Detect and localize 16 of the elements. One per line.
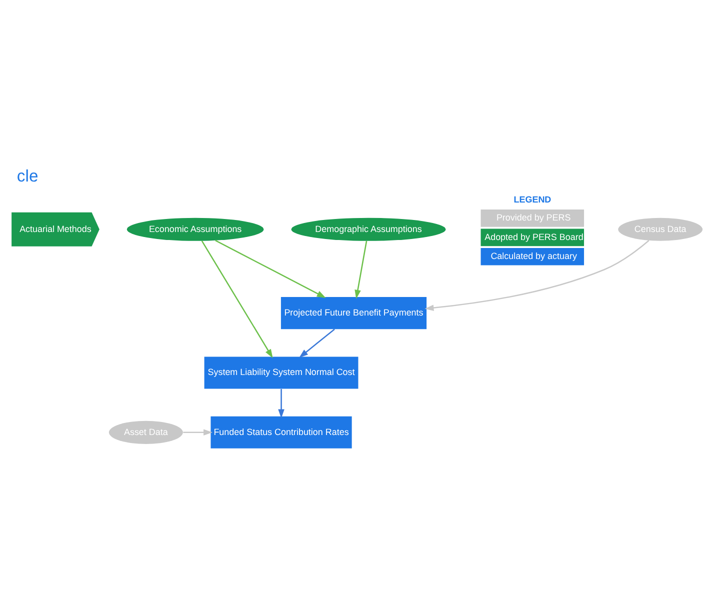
arrow [424,240,650,311]
node-ellipse: Economic Assumptions [126,218,264,241]
arrow [215,240,326,298]
node-box: Funded Status Contribution Rates [210,416,352,448]
arrow [354,240,368,299]
node-box: System Liability System Normal Cost [204,356,358,389]
arrow [183,429,213,436]
legend-label: Calculated by actuary [490,251,577,262]
arrow [278,389,284,418]
arrow [201,240,273,358]
diagram-title: cle [16,166,38,186]
node-box: Projected Future Benefit Payments [280,297,427,330]
node-ellipse: Demographic Assumptions [291,218,446,241]
label: LEGEND [514,194,552,205]
arrow [299,328,335,358]
legend-label: Adopted by PERS Board [484,232,584,242]
